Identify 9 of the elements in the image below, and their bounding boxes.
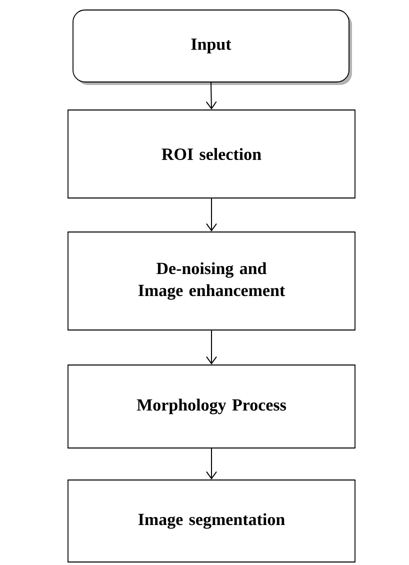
process-box: Morphology Process — [68, 364, 356, 448]
process-box: De-noising and Image enhancement — [68, 232, 356, 330]
arrow — [206, 448, 217, 480]
process-box: Image segmentation — [68, 480, 356, 562]
arrow — [206, 330, 217, 365]
process-box: ROI selection — [68, 110, 356, 198]
arrow — [206, 82, 217, 110]
arrow — [206, 198, 217, 232]
rounded-box: Input — [72, 10, 352, 85]
